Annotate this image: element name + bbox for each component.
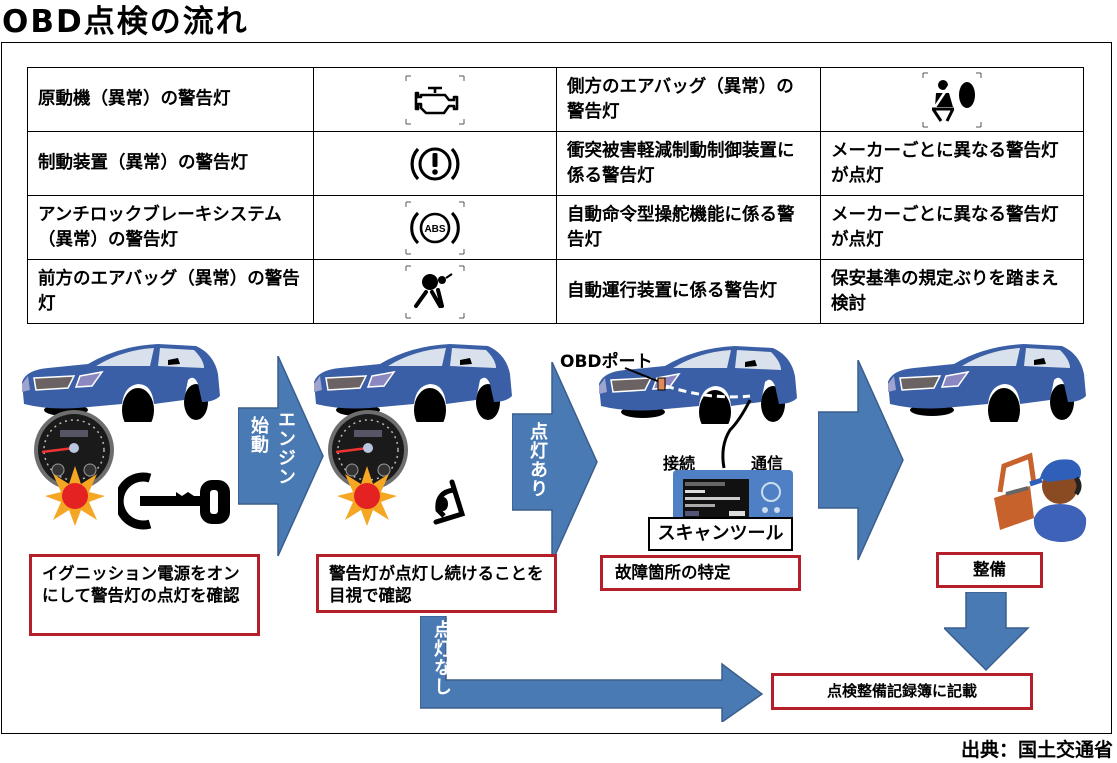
source-credit: 出典：国土交通省 xyxy=(960,739,1113,761)
table-cell-text: メーカーごとに異なる警告灯が点灯 xyxy=(820,195,1084,260)
table-cell-label: 原動機（異常）の警告灯 xyxy=(27,67,314,132)
table-cell-text: メーカーごとに異なる警告灯が点灯 xyxy=(820,131,1084,196)
table-cell-label: 制動装置（異常）の警告灯 xyxy=(27,131,314,196)
step-record-box: 点検整備記録簿に記載 xyxy=(771,673,1033,710)
table-cell-icon xyxy=(313,67,557,132)
brake-warning-icon xyxy=(410,147,460,180)
front-airbag-icon xyxy=(405,265,465,318)
connect-label: 接続 xyxy=(663,454,696,473)
table-cell-icon xyxy=(820,67,1084,132)
side-airbag-icon xyxy=(922,72,982,127)
communicate-label: 通信 xyxy=(751,454,784,473)
table-row: 制動装置（異常）の警告灯 衝突被害軽減制動制御装置に係る警告灯 メーカーごとに異… xyxy=(27,131,1084,196)
lamp-on-label: 点灯あり xyxy=(527,422,548,498)
table-row: 原動機（異常）の警告灯 側方のエアバッグ（異常）の警告灯 xyxy=(27,67,1084,132)
engine-check-icon xyxy=(405,75,465,124)
obd-cable xyxy=(624,367,752,469)
engine-label: エンジン xyxy=(275,410,296,486)
warning-light-table: 原動機（異常）の警告灯 側方のエアバッグ（異常）の警告灯 制動装置（異常）の警告… xyxy=(27,67,1084,324)
table-cell-label: 自動命令型操舵機能に係る警告灯 xyxy=(556,195,821,260)
no-light-arrow xyxy=(420,616,764,722)
step-repair-box: 整備 xyxy=(936,552,1043,588)
scan-tool-device xyxy=(673,470,793,526)
warning-burst-icon xyxy=(45,466,105,526)
table-cell-icon: ABS xyxy=(313,195,557,260)
step-fault-location-box: 故障箇所の特定 xyxy=(600,555,801,591)
table-cell-label: 前方のエアバッグ（異常）の警告灯 xyxy=(27,259,314,324)
ignition-key-icon xyxy=(118,472,230,530)
down-arrow xyxy=(944,592,1030,672)
mechanic-icon xyxy=(994,452,1087,542)
table-cell-text: 保安基準の規定ぶりを踏まえ検討 xyxy=(820,259,1084,324)
table-cell-label: 自動運行装置に係る警告灯 xyxy=(556,259,821,324)
warning-burst-icon xyxy=(337,466,397,526)
scan-tool-label: スキャンツール xyxy=(648,517,793,551)
table-cell-label: 衝突被害軽減制動制御装置に係る警告灯 xyxy=(556,131,821,196)
table-row: 前方のエアバッグ（異常）の警告灯 自動運行装置に係る警告灯 保安基準の規定ぶりを… xyxy=(27,259,1084,324)
table-cell-icon xyxy=(313,259,557,324)
start-label: 始動 xyxy=(248,416,269,454)
no-light-label: 点灯なし xyxy=(431,620,452,696)
table-cell-icon xyxy=(313,131,557,196)
table-cell-label: アンチロックブレーキシステム（異常）の警告灯 xyxy=(27,195,314,260)
step-visual-check-box: 警告灯が点灯し続けることを目視で確認 xyxy=(316,554,557,613)
diagram-frame xyxy=(1,42,1112,734)
table-cell-label: 側方のエアバッグ（異常）の警告灯 xyxy=(556,67,821,132)
table-row: アンチロックブレーキシステム（異常）の警告灯 ABS 自動命令型操舵機能に係る警… xyxy=(27,195,1084,260)
obd-port-label: OBDポート xyxy=(560,352,653,372)
step-ignition-box: イグニッション電源をオンにして警告灯の点灯を確認 xyxy=(29,554,260,636)
car-illustration xyxy=(887,343,1087,422)
abs-warning-icon: ABS xyxy=(405,201,465,254)
page-title: OBD点検の流れ xyxy=(2,4,249,40)
abs-text: ABS xyxy=(424,224,445,235)
eye-check-icon xyxy=(433,479,466,525)
